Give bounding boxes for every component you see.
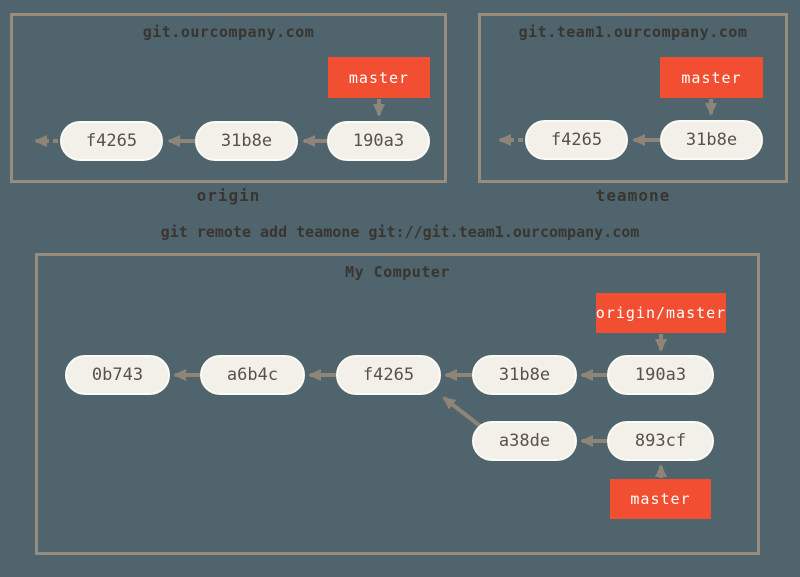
repo-box-my-computer: My Computer (35, 253, 760, 555)
remote-name-origin: origin (196, 186, 261, 205)
commit-node-893cf: 893cf (607, 421, 714, 461)
repo-title-teamone: git.team1.ourcompany.com (518, 23, 748, 41)
commit-node-a38de: a38de (472, 421, 577, 461)
commit-node-31b8e-origin: 31b8e (195, 121, 298, 161)
commit-node-190a3-local: 190a3 (607, 355, 714, 395)
repo-box-origin: git.ourcompany.com (10, 13, 447, 183)
repo-title-my-computer: My Computer (345, 263, 450, 281)
git-command-text: git remote add teamone git://git.team1.o… (160, 223, 640, 241)
commit-node-190a3-origin: 190a3 (327, 121, 430, 161)
commit-node-f4265-origin: f4265 (60, 121, 163, 161)
branch-tag-master-local: master (610, 479, 711, 519)
branch-tag-master-origin: master (328, 57, 430, 98)
remote-name-teamone: teamone (595, 186, 671, 205)
commit-node-0b743: 0b743 (65, 355, 170, 395)
branch-tag-master-teamone: master (660, 57, 763, 98)
branch-tag-origin-master: origin/master (596, 293, 726, 333)
commit-node-a6b4c: a6b4c (200, 355, 305, 395)
commit-node-31b8e-local: 31b8e (472, 355, 577, 395)
commit-node-f4265-local: f4265 (336, 355, 441, 395)
commit-node-31b8e-teamone: 31b8e (660, 120, 763, 160)
repo-box-teamone: git.team1.ourcompany.com (478, 13, 788, 183)
repo-title-origin: git.ourcompany.com (142, 23, 315, 41)
commit-node-f4265-teamone: f4265 (525, 120, 628, 160)
